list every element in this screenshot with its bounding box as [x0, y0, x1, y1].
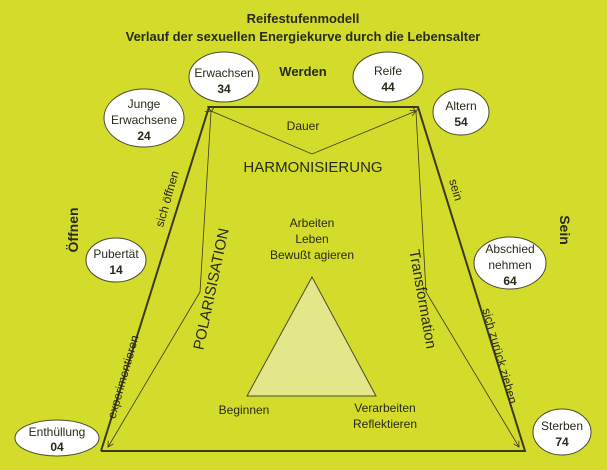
sein-side-label: Sein — [557, 215, 573, 245]
arrow-dauer — [211, 111, 416, 155]
sein-label: sein — [446, 177, 466, 202]
stage-label: Erwachsene — [111, 113, 177, 127]
verarbeiten-label: Verarbeiten — [354, 401, 415, 415]
center-triangle — [246, 275, 377, 397]
diagram-subtitle: Verlauf der sexuellen Energiekurve durch… — [126, 29, 481, 44]
experimentieren-label: experimentieren — [105, 334, 142, 421]
sich-oeffnen-label: sich öffnen — [152, 169, 181, 228]
stage-label: Pubertät — [93, 247, 139, 261]
center-line-1: Arbeiten — [290, 216, 335, 230]
polarisisation-label: POLARISISATION — [190, 227, 232, 352]
stage-pubertaet: Pubertät 14 — [85, 237, 147, 283]
sich-zurueck-ziehen-label: sich zurück ziehen — [480, 307, 521, 406]
stage-label: Abschied — [485, 242, 534, 256]
stage-reife: Reife 44 — [352, 51, 424, 103]
center-line-2: Leben — [295, 232, 328, 246]
transformation-label: Transformation — [405, 248, 439, 350]
stage-junge-erwachsene: Junge Erwachsene 24 — [103, 88, 185, 148]
stage-abschied-nehmen: Abschied nehmen 64 — [473, 236, 547, 290]
stage-sterben: Sterben 74 — [532, 408, 592, 456]
stage-label: Sterben — [541, 419, 583, 433]
stage-age: 74 — [555, 435, 569, 449]
stage-label: Erwachsen — [194, 66, 253, 80]
stage-label: Enthüllung — [29, 425, 86, 439]
arrow-transformation — [416, 112, 519, 447]
stage-age: 54 — [454, 115, 468, 129]
diagram-title: Reifestufenmodell — [247, 11, 360, 26]
stage-age: 44 — [381, 80, 395, 94]
stage-age: 24 — [137, 129, 151, 143]
stage-label: Altern — [445, 99, 476, 113]
stage-age: 04 — [50, 440, 64, 454]
oeffnen-side-label: Öffnen — [65, 207, 81, 252]
stage-label: Junge — [128, 97, 161, 111]
center-line-3: Bewußt agieren — [270, 248, 354, 262]
stage-age: 34 — [217, 82, 231, 96]
stage-erwachsen: Erwachsen 34 — [188, 51, 260, 103]
stage-enthuellung: Enthüllung 04 — [14, 419, 100, 457]
werden-label: Werden — [279, 64, 326, 79]
arrow-polarisation — [108, 112, 211, 447]
stage-label: Reife — [374, 64, 402, 78]
dauer-label: Dauer — [287, 119, 320, 133]
harmonisierung-label: HARMONISIERUNG — [243, 159, 382, 176]
stage-age: 64 — [503, 274, 517, 288]
stage-label: nehmen — [488, 258, 531, 272]
reflektieren-label: Reflektieren — [353, 417, 417, 431]
stage-age: 14 — [109, 263, 123, 277]
stage-altern: Altern 54 — [432, 88, 490, 136]
beginnen-label: Beginnen — [219, 403, 270, 417]
